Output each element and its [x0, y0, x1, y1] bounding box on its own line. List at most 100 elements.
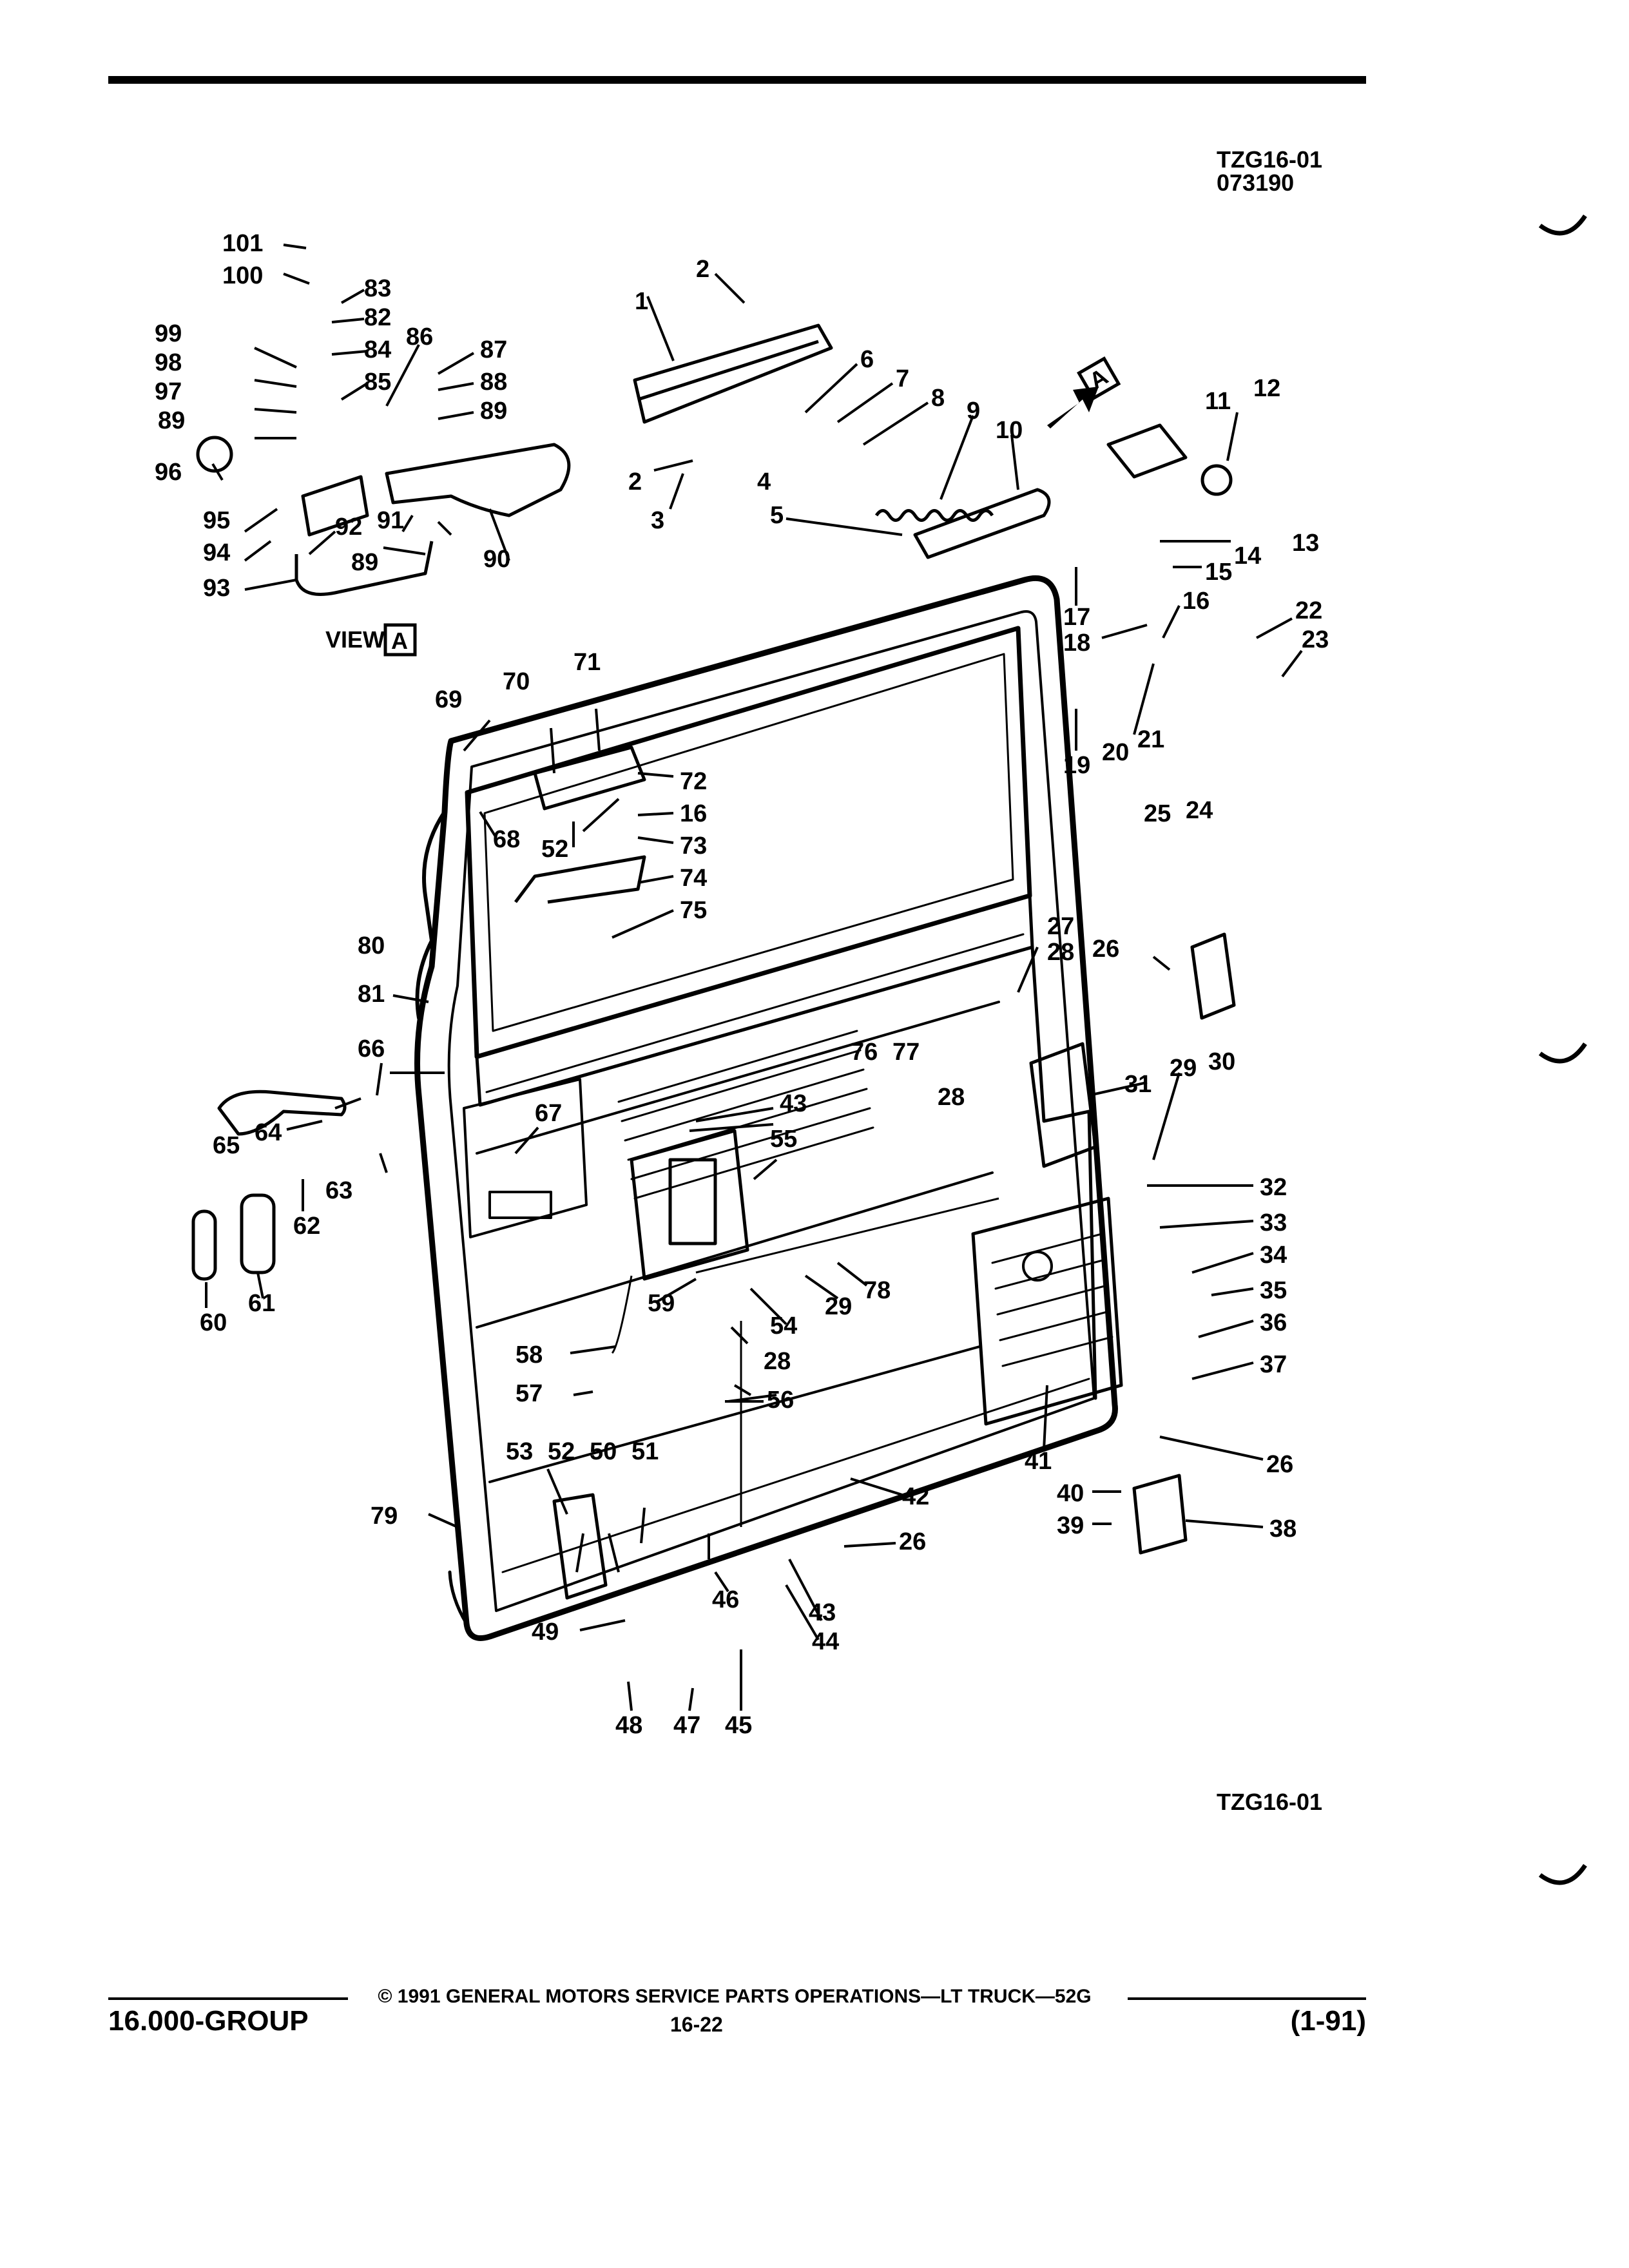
callout-26: 26	[899, 1528, 926, 1555]
callout-55: 55	[770, 1126, 797, 1153]
footer-rule-right	[1128, 1997, 1366, 2000]
callout-14: 14	[1234, 543, 1261, 570]
callout-81: 81	[358, 981, 385, 1008]
callout-84: 84	[364, 336, 391, 363]
callout-31: 31	[1124, 1071, 1152, 1098]
callout-66: 66	[358, 1035, 385, 1062]
callout-88: 88	[480, 369, 507, 396]
callout-70: 70	[503, 668, 530, 695]
upper-hinge-part	[533, 745, 646, 811]
callout-15: 15	[1205, 559, 1232, 586]
callout-41: 41	[1025, 1448, 1052, 1475]
callout-98: 98	[155, 349, 182, 376]
callout-82: 82	[364, 304, 391, 331]
callout-21: 21	[1137, 726, 1164, 753]
callout-17: 17	[1063, 604, 1090, 631]
callout-29: 29	[1170, 1055, 1197, 1082]
callout-13: 13	[1292, 530, 1319, 557]
callout-96: 96	[155, 459, 182, 486]
roller-bracket-part	[1106, 423, 1188, 479]
rail-cover-part	[633, 323, 833, 424]
callout-76: 76	[851, 1039, 878, 1066]
callout-57: 57	[516, 1380, 543, 1407]
view-label: VIEW	[325, 626, 385, 653]
callout-40: 40	[1057, 1480, 1084, 1507]
callout-2: 2	[696, 256, 709, 283]
callout-63: 63	[325, 1177, 352, 1204]
callout-93: 93	[203, 575, 230, 602]
callout-36: 36	[1260, 1309, 1287, 1336]
view-a-plate	[301, 475, 369, 537]
footer-date: (1-91)	[1290, 2005, 1366, 2037]
callout-77: 77	[892, 1039, 920, 1066]
callout-32: 32	[1260, 1174, 1287, 1201]
callout-89: 89	[351, 549, 378, 576]
callout-47: 47	[673, 1712, 700, 1739]
callout-12: 12	[1253, 375, 1280, 402]
callout-28: 28	[938, 1084, 965, 1111]
spring-part	[874, 509, 994, 522]
view-a-arrow-icon	[1047, 387, 1099, 428]
figure-date: 073190	[1217, 169, 1295, 196]
callout-25: 25	[1144, 800, 1171, 827]
callout-51: 51	[631, 1438, 659, 1465]
callout-numbers: 1 2 2 3 4 5 6 7 8 9 10 11 12 13 14 15 16…	[155, 230, 1329, 1739]
callout-86: 86	[406, 323, 433, 351]
callout-28: 28	[764, 1348, 791, 1375]
callout-42: 42	[902, 1483, 929, 1510]
view-letter-box	[383, 623, 417, 657]
lower-hinge-part	[552, 1493, 608, 1600]
callout-39: 39	[1057, 1512, 1084, 1539]
callout-43: 43	[780, 1090, 807, 1117]
callout-10: 10	[996, 417, 1023, 444]
callout-61: 61	[248, 1290, 275, 1317]
callout-34: 34	[1260, 1242, 1287, 1269]
callout-74: 74	[680, 865, 707, 892]
callout-72: 72	[680, 768, 707, 795]
footer-group: 16.000-GROUP	[108, 2005, 309, 2037]
hardware-group	[191, 323, 1236, 1600]
figure-code: TZG16-01	[1217, 146, 1323, 173]
callout-30: 30	[1208, 1048, 1235, 1075]
callout-59: 59	[648, 1290, 675, 1317]
callout-56: 56	[767, 1387, 794, 1414]
callout-27: 27	[1047, 913, 1074, 940]
callout-48: 48	[615, 1712, 642, 1739]
callout-52: 52	[548, 1438, 575, 1465]
callout-58: 58	[516, 1341, 543, 1369]
callout-89: 89	[158, 407, 185, 434]
callout-83: 83	[364, 275, 391, 302]
callout-19: 19	[1063, 752, 1090, 779]
callout-46: 46	[712, 1586, 739, 1613]
callout-37: 37	[1260, 1351, 1287, 1378]
callout-28: 28	[1047, 939, 1074, 966]
callout-26: 26	[1092, 936, 1119, 963]
link-part	[913, 488, 1051, 559]
callout-50: 50	[590, 1438, 617, 1465]
callout-95: 95	[203, 507, 230, 534]
callout-75: 75	[680, 897, 707, 924]
callout-22: 22	[1295, 597, 1322, 624]
outside-handle-part	[217, 1090, 347, 1136]
callout-100: 100	[222, 262, 263, 289]
callout-20: 20	[1102, 739, 1129, 766]
binder-mark	[1538, 1043, 1587, 1064]
callout-16: 16	[1182, 588, 1210, 615]
leader-lines	[205, 244, 1303, 1711]
view-a-link	[294, 541, 434, 596]
callout-43: 43	[809, 1599, 836, 1626]
callout-6: 6	[860, 346, 874, 373]
callout-53: 53	[506, 1438, 533, 1465]
lower-latch-part	[1132, 1474, 1188, 1555]
callout-33: 33	[1260, 1209, 1287, 1236]
callout-54: 54	[770, 1312, 797, 1340]
view-a-bracket	[385, 443, 571, 517]
callout-4: 4	[757, 468, 771, 495]
callout-78: 78	[863, 1277, 891, 1304]
callout-64: 64	[255, 1119, 282, 1146]
callout-99: 99	[155, 320, 182, 347]
callout-5: 5	[770, 502, 784, 529]
callout-45: 45	[725, 1712, 752, 1739]
callout-73: 73	[680, 832, 707, 860]
